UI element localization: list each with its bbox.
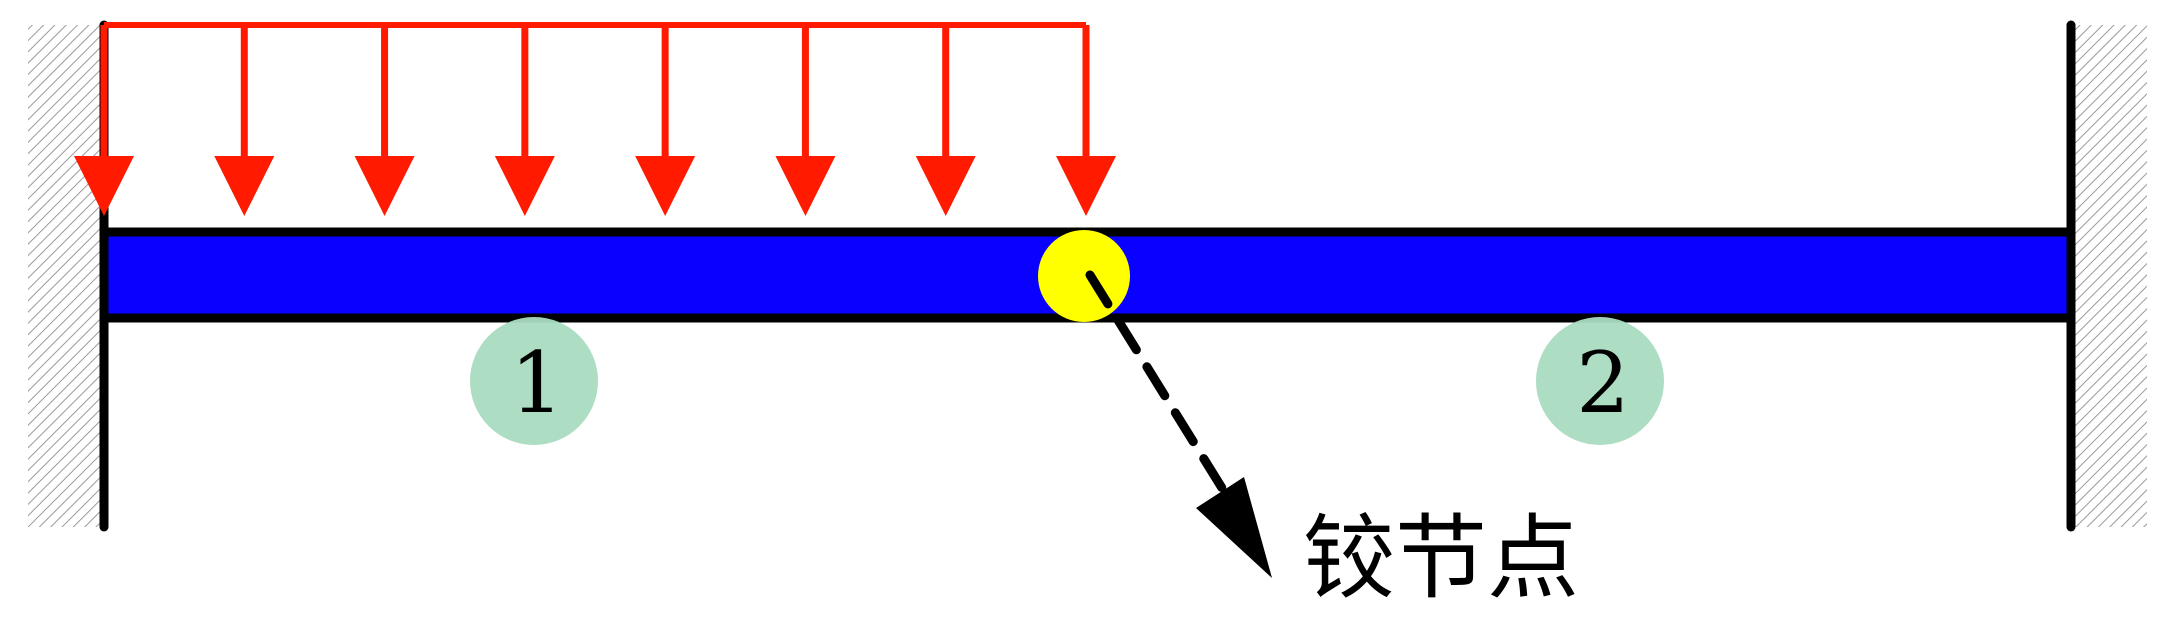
distributed-load [74,22,1116,216]
hinge-label: 铰节点 [1303,505,1579,612]
member-marker-1-circle [470,317,598,445]
load-arrow-head [354,156,415,216]
member-label-2: 2 [1576,334,1629,432]
hinge-leader-line [1085,270,1227,493]
load-arrow-head [74,156,134,216]
right-fixed-support [2066,20,2147,532]
load-arrow-head [775,156,836,216]
load-arrow-head [635,156,696,216]
hinge-leader [1085,270,1272,578]
load-arrow-head [214,156,275,216]
member-marker-1: 1 [470,317,598,445]
right-support-hatch [2071,25,2147,527]
left-fixed-support [28,20,109,532]
load-arrow-head [1056,156,1116,216]
hinge-node-icon [1038,230,1130,322]
member-label-1: 1 [510,334,563,432]
load-arrow-head [915,156,976,216]
left-support-hatch [28,25,104,527]
member-marker-2-circle [1536,317,1664,445]
hinge-leader-arrowhead [1196,477,1272,578]
member-marker-2: 2 [1536,317,1664,445]
load-arrow-head [494,156,555,216]
